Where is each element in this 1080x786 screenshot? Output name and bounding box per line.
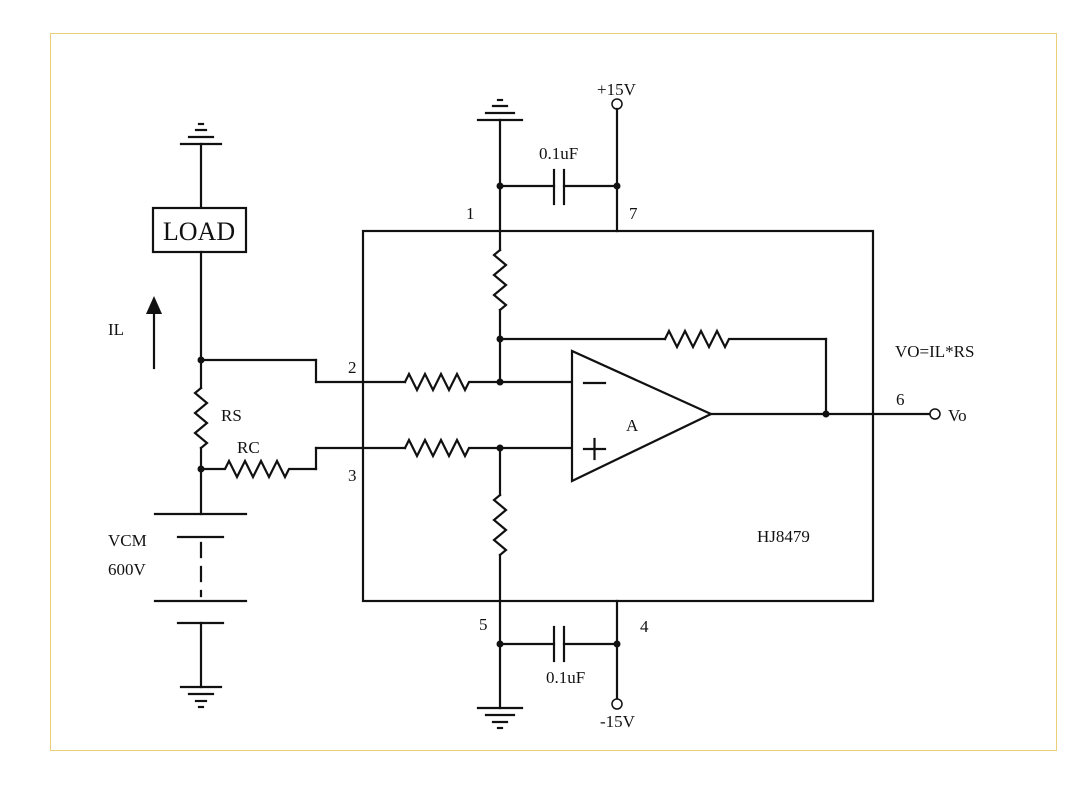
pin-6-label: 6: [896, 390, 905, 409]
vcm-label: VCM: [108, 531, 147, 550]
input-resistor-minus: [403, 371, 502, 393]
pin-1-label: 1: [466, 204, 475, 223]
bottom-ground-icon: [476, 706, 524, 730]
junction-dot: [822, 410, 830, 418]
top-capacitor-icon: [552, 168, 566, 206]
pin-5-label: 5: [479, 615, 488, 634]
rc-label: RC: [237, 438, 260, 457]
plus-sign-icon: [582, 437, 607, 461]
load-box: [151, 206, 248, 254]
rs-label: RS: [221, 406, 242, 425]
top-capacitor-label: 0.1uF: [539, 144, 578, 163]
rs-resistor: [193, 386, 209, 450]
input-resistor-plus: [403, 437, 502, 459]
output-label: Vo: [948, 406, 967, 425]
upper-divider-resistor: [492, 248, 508, 312]
chip-label: HJ8479: [757, 527, 810, 546]
amp-label: A: [626, 416, 639, 435]
bottom-capacitor-icon: [552, 625, 566, 663]
current-arrow-icon: [146, 296, 162, 370]
feedback-resistor: [663, 328, 828, 350]
op-amp-symbol: [570, 349, 714, 483]
bottom-capacitor-label: 0.1uF: [546, 668, 585, 687]
rc-resistor: [199, 458, 318, 480]
top-ground-icon: [476, 98, 524, 122]
output-terminal: [929, 408, 941, 420]
neg-supply-label: -15V: [600, 712, 636, 731]
pos-supply-label: +15V: [597, 80, 637, 99]
pin-7-label: 7: [629, 204, 638, 223]
diagram-frame: [50, 33, 1057, 751]
lower-divider-resistor: [492, 493, 508, 557]
load-label: LOAD: [163, 217, 235, 246]
pin-3-label: 3: [348, 466, 357, 485]
top-left-ground-icon: [179, 122, 223, 146]
pos-supply-terminal: [611, 98, 623, 110]
bottom-left-ground-icon: [179, 685, 223, 709]
pin-4-label: 4: [640, 617, 649, 636]
formula-label: VO=IL*RS: [895, 342, 974, 361]
pin-2-label: 2: [348, 358, 357, 377]
current-label: IL: [108, 320, 124, 339]
neg-supply-terminal: [611, 698, 623, 710]
vcm-battery-icon: [153, 512, 248, 625]
vcm-value: 600V: [108, 560, 147, 579]
